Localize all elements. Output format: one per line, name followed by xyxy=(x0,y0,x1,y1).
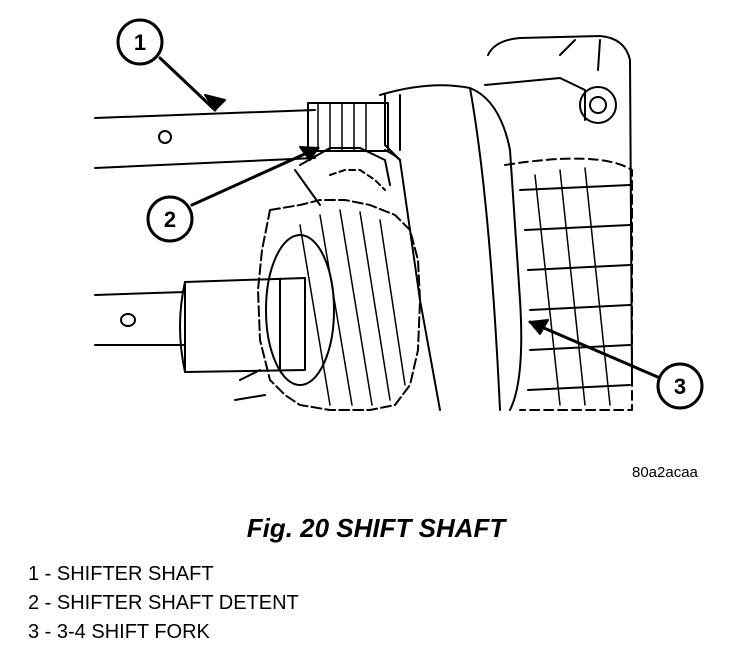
callout-2: 2 xyxy=(146,146,320,243)
callout-number-2: 2 xyxy=(164,207,176,232)
transmission-housing xyxy=(484,35,633,381)
shifter-shaft xyxy=(94,102,389,169)
figure-caption: Fig. 20 SHIFT SHAFT xyxy=(246,513,506,543)
callout-3: 3 xyxy=(528,319,704,410)
legend: 1 - SHIFTER SHAFT 2 - SHIFTER SHAFT DETE… xyxy=(28,560,299,647)
shift-fork xyxy=(379,84,523,411)
rear-gear xyxy=(504,157,633,411)
callout-number-3: 3 xyxy=(674,374,686,399)
callout-1: 1 xyxy=(116,18,226,112)
legend-item: 3 - 3-4 SHIFT FORK xyxy=(28,621,210,643)
shift-shaft-illustration: 1 2 3 xyxy=(94,18,704,411)
legend-item: 1 - SHIFTER SHAFT xyxy=(28,563,214,585)
helical-gear xyxy=(234,169,421,411)
main-shaft xyxy=(94,277,306,373)
image-code: 80a2acaa xyxy=(632,464,698,481)
legend-item: 2 - SHIFTER SHAFT DETENT xyxy=(28,592,299,614)
detent-plate xyxy=(294,147,391,206)
callout-number-1: 1 xyxy=(134,30,146,55)
